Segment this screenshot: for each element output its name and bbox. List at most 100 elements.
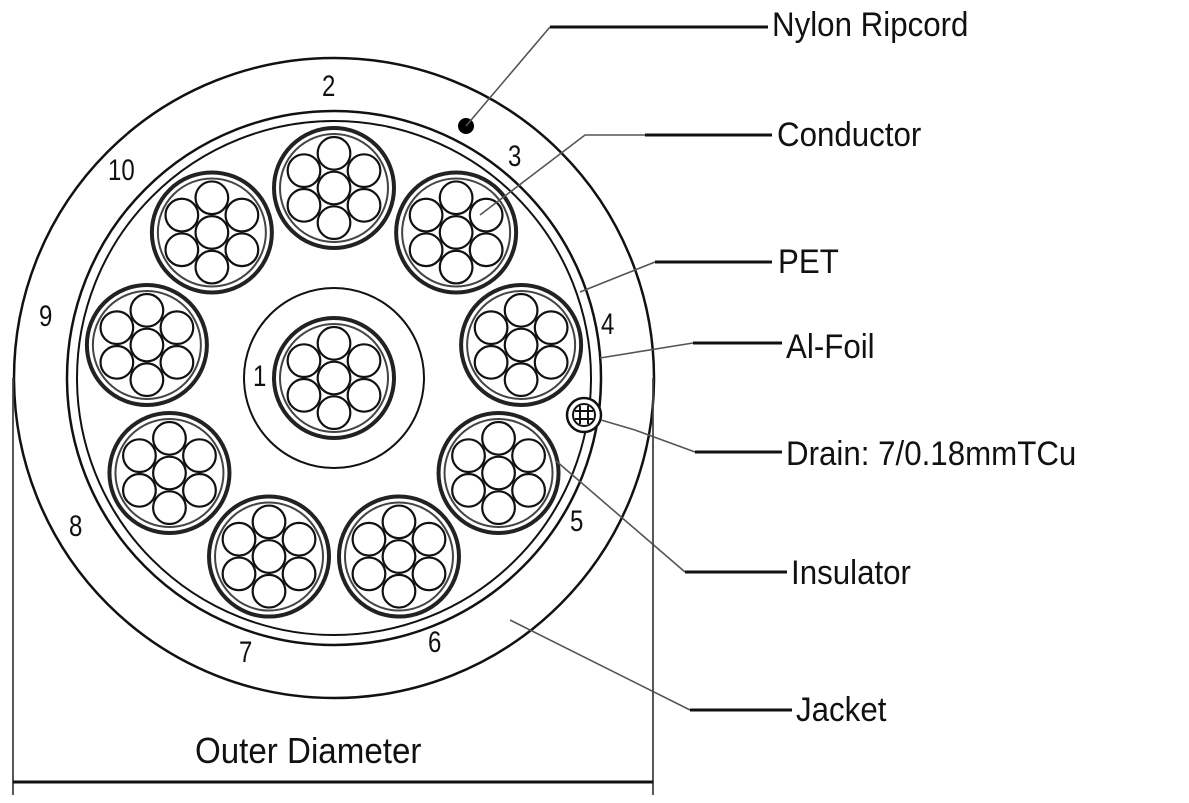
conductor-9 — [84, 283, 209, 408]
strand-wire — [473, 344, 509, 380]
strand-wire — [316, 325, 352, 361]
conductor-group — [84, 126, 584, 619]
conductor-number-7: 7 — [239, 636, 253, 669]
jacket-outer — [12, 56, 656, 700]
strand-wire — [411, 556, 447, 592]
strand-wire — [438, 215, 474, 250]
label-jacket: Jacket — [796, 691, 887, 729]
conductor-number-9: 9 — [39, 300, 53, 333]
conductor-4 — [459, 283, 584, 408]
strand-wire — [159, 344, 195, 380]
strand-wire — [346, 187, 382, 223]
strand-wire — [224, 232, 260, 268]
conductor-7 — [207, 494, 332, 619]
strand-wire — [346, 153, 382, 189]
label-insulator: Insulator — [791, 554, 911, 592]
leader-jacket — [509, 619, 691, 711]
leader-nylon-ripcord — [465, 26, 551, 127]
strand-wire — [511, 438, 547, 474]
strand-wire — [121, 438, 157, 474]
label-pet: PET — [778, 243, 839, 281]
strand-wire — [316, 360, 352, 396]
strand-wire — [481, 455, 516, 491]
strand-wire — [351, 521, 387, 557]
conductor-10 — [149, 170, 274, 295]
strand-wire — [408, 232, 444, 268]
strand-wire — [503, 292, 539, 328]
conductor-number-4: 4 — [601, 308, 615, 341]
strand-wire — [182, 472, 217, 508]
conductor-number-2: 2 — [322, 70, 336, 103]
strand-wire — [194, 180, 230, 216]
label-al-foil: Al-Foil — [786, 328, 875, 366]
strand-wire — [473, 310, 509, 346]
strand-wire — [533, 310, 569, 346]
strand-wire — [99, 310, 135, 346]
strand-wire — [281, 556, 317, 592]
strand-wire — [194, 249, 230, 285]
strand-wire — [221, 521, 257, 557]
strand-wire — [286, 377, 322, 413]
strand-wire — [251, 573, 287, 609]
strand-wire — [408, 197, 444, 233]
conductor-2 — [272, 126, 396, 250]
strand-wire — [468, 232, 504, 268]
label-conductor: Conductor — [777, 116, 922, 154]
strand-wire — [533, 344, 569, 380]
strand-wire — [182, 438, 217, 474]
conductor-5 — [436, 411, 561, 535]
conductor-1 — [272, 316, 396, 440]
strand-wire — [251, 539, 287, 574]
strand-wire — [316, 205, 352, 241]
strand-wire — [451, 438, 486, 474]
strand-wire — [438, 180, 474, 216]
leader-pet — [579, 261, 656, 293]
conductor-number-1: 1 — [253, 360, 267, 393]
drain-wire — [565, 396, 603, 434]
strand-wire — [411, 521, 447, 557]
strand-wire — [129, 292, 165, 328]
leader-drain — [600, 419, 696, 453]
label-drain: Drain: 7/0.18mmTCu — [786, 435, 1077, 473]
strand-wire — [159, 310, 195, 346]
strand-wire — [286, 343, 322, 379]
strand-wire — [286, 153, 322, 189]
label-nylon-ripcord: Nylon Ripcord — [772, 6, 969, 44]
outer-diameter-dimension — [12, 378, 654, 795]
center-ring — [243, 287, 425, 469]
strand-wire — [99, 344, 135, 380]
strand-wire — [152, 420, 187, 456]
al-foil-layer — [76, 120, 592, 636]
conductor-number-8: 8 — [69, 510, 83, 543]
leader-conductor — [479, 134, 645, 216]
strand-wire — [381, 504, 417, 540]
strand-wire — [194, 215, 230, 250]
strand-wire — [481, 420, 516, 456]
conductor-6 — [336, 494, 461, 619]
strand-wire — [451, 472, 486, 508]
strand-wire — [316, 170, 352, 206]
strand-wire — [224, 197, 260, 233]
conductor-8 — [107, 411, 232, 535]
strand-wire — [221, 556, 257, 592]
conductor-3 — [394, 170, 519, 295]
strand-wire — [438, 249, 474, 285]
strand-wire — [286, 187, 322, 223]
strand-wire — [316, 395, 352, 431]
strand-wire — [503, 362, 539, 398]
pet-layer — [65, 109, 603, 647]
strand-wire — [468, 197, 504, 233]
leader-al-foil — [599, 342, 694, 359]
strand-wire — [152, 455, 187, 491]
strand-wire — [316, 135, 352, 171]
conductor-number-10: 10 — [108, 154, 135, 187]
conductor-number-3: 3 — [508, 140, 522, 173]
strand-wire — [129, 362, 165, 398]
strand-wire — [164, 197, 200, 233]
strand-wire — [346, 343, 382, 379]
strand-wire — [381, 539, 417, 574]
strand-wire — [121, 472, 157, 508]
strand-wire — [351, 556, 387, 592]
strand-wire — [503, 327, 539, 363]
